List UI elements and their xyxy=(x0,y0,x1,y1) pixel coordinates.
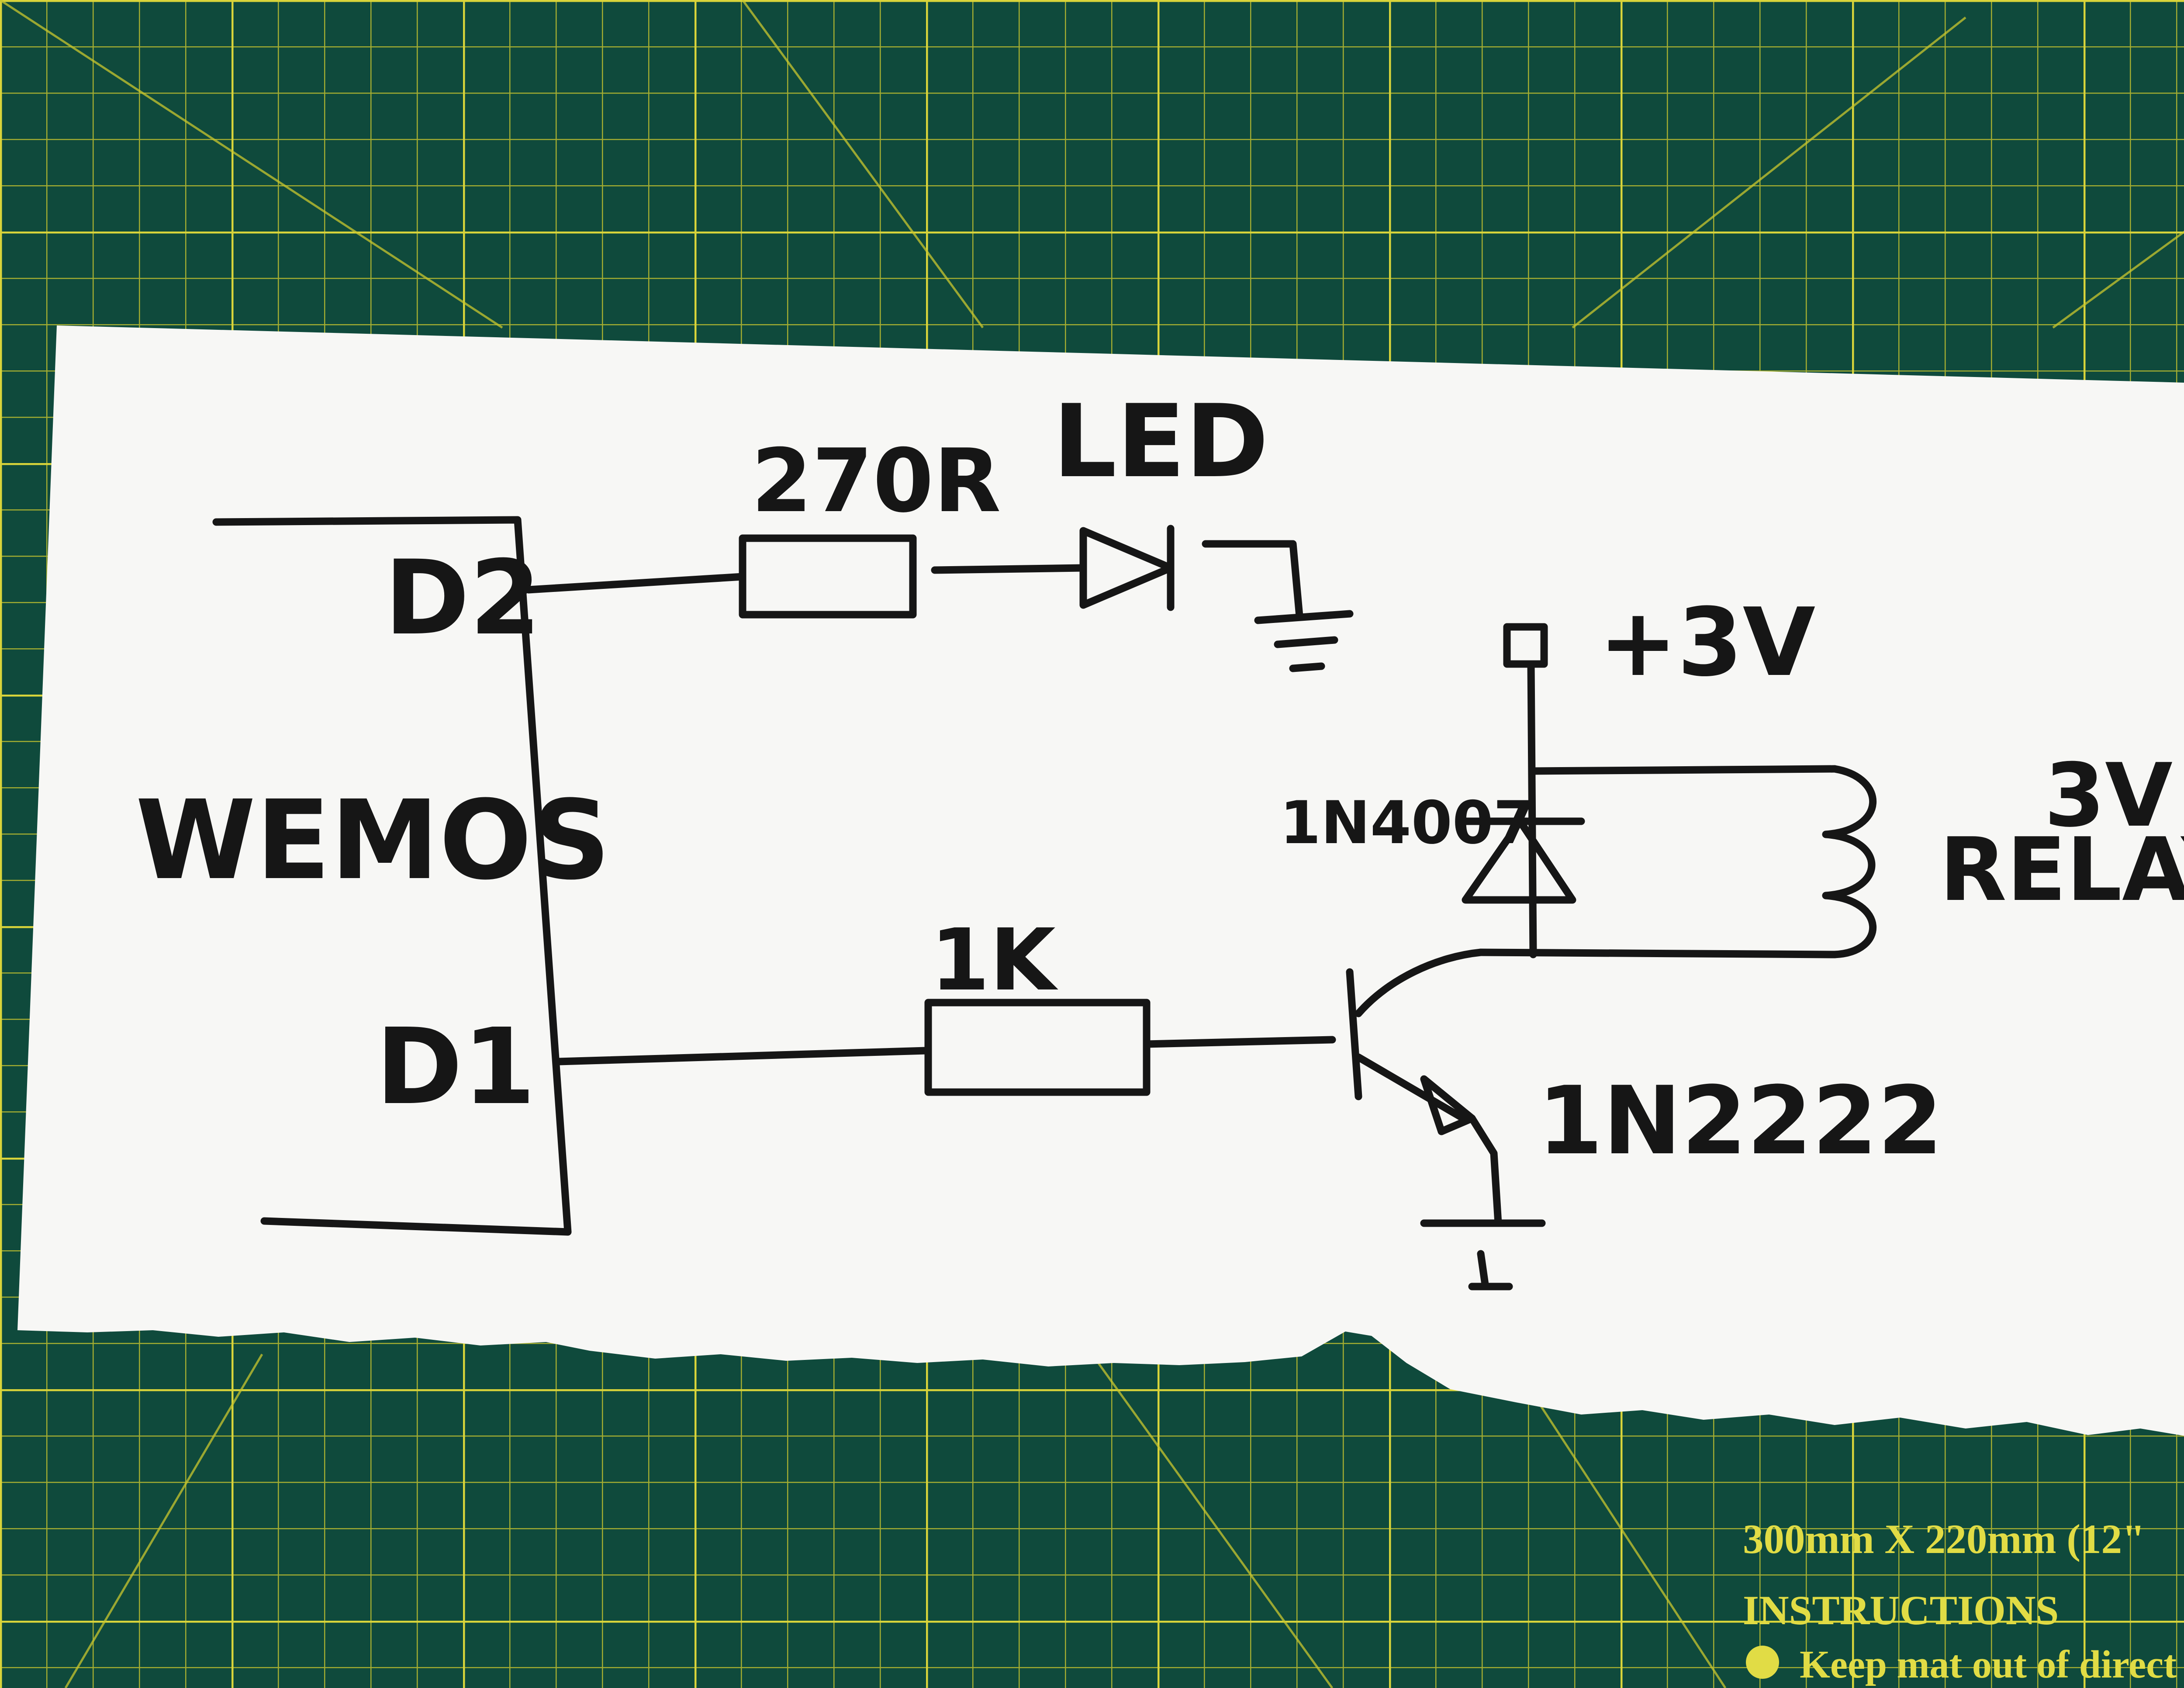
transistor-label: 1N2222 xyxy=(1538,1066,1943,1176)
mat-bullet-icon xyxy=(1746,1646,1779,1679)
flyback-diode-label: 1N4007 xyxy=(1280,789,1534,857)
relay-coil-symbol xyxy=(1822,765,1876,958)
emitter-ground-icon xyxy=(1420,1219,1546,1290)
wire-to-base xyxy=(1143,1036,1336,1048)
relay-voltage-label: 3V xyxy=(2044,745,2173,847)
led-ground-icon xyxy=(1254,610,1354,672)
pin-d1-label: D1 xyxy=(376,1006,536,1128)
supply-terminal-icon xyxy=(1503,623,1548,668)
wire-d1 xyxy=(555,1047,930,1065)
wire-coil-to-collector xyxy=(1477,948,1838,958)
wemos-module-outline xyxy=(212,516,572,1236)
mat-instruction-line: Keep mat out of direct xyxy=(1800,1643,2177,1686)
led-label: LED xyxy=(1053,384,1269,500)
flyback-diode-symbol xyxy=(1455,817,1585,904)
relay-label: RELAY xyxy=(1939,819,2184,921)
supply-label: +3V xyxy=(1599,588,1815,697)
mat-size-text: 300mm X 220mm (12" xyxy=(1743,1516,2145,1562)
wire-supply-to-relay xyxy=(1529,765,1838,775)
resistor-270r xyxy=(739,534,917,619)
wire-d2 xyxy=(525,573,746,594)
schematic: WEMOS D2 D1 270R LED +3V 1N4007 3V RELAY… xyxy=(135,384,2184,1290)
wire-led-ground xyxy=(1202,540,1303,620)
wemos-label: WEMOS xyxy=(135,777,611,904)
mat-printed-text: 300mm X 220mm (12" INSTRUCTIONS Keep mat… xyxy=(1743,1516,2177,1686)
led-symbol xyxy=(1079,525,1175,611)
resistor-1k-label: 1K xyxy=(930,910,1059,1010)
wire-to-led xyxy=(931,564,1087,574)
resistor-270r-label: 270R xyxy=(751,430,1001,532)
transistor-symbol xyxy=(1346,948,1502,1227)
pin-d2-label: D2 xyxy=(384,539,541,658)
wire-supply-down xyxy=(1527,660,1537,958)
mat-instructions-heading: INSTRUCTIONS xyxy=(1743,1587,2059,1633)
